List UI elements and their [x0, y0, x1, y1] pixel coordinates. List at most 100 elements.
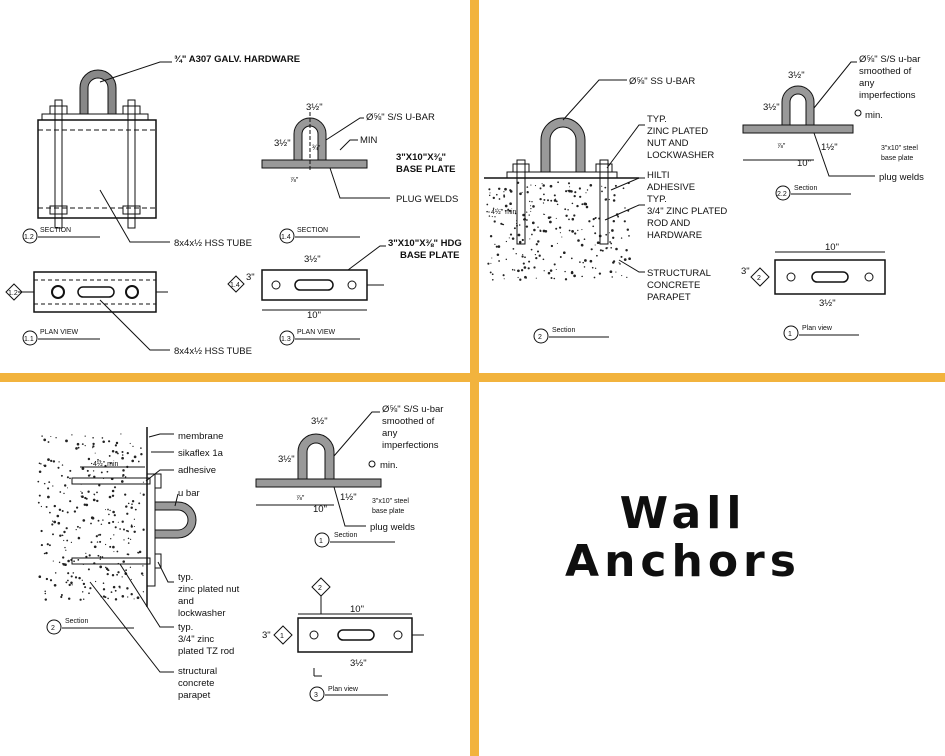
concrete-speck	[110, 591, 113, 593]
concrete-speck	[571, 202, 574, 205]
concrete-speck	[588, 220, 591, 223]
concrete-speck	[565, 190, 568, 193]
concrete-speck	[80, 495, 82, 497]
horizontal-divider	[0, 373, 945, 382]
concrete-speck	[92, 498, 96, 502]
tag-label: 2	[318, 585, 322, 592]
plan-view-label: PLAN VIEW	[40, 329, 79, 336]
concrete-speck	[522, 213, 525, 217]
concrete-speck	[628, 257, 631, 261]
concrete-speck	[126, 451, 129, 455]
concrete-speck	[40, 463, 42, 465]
concrete-speck	[590, 248, 593, 251]
concrete-speck	[78, 536, 80, 539]
concrete-speck	[495, 245, 498, 248]
concrete-speck	[81, 495, 84, 499]
dim-label: 10"	[825, 242, 839, 253]
concrete-speck	[517, 269, 520, 273]
u-bar-shape	[540, 117, 586, 173]
concrete-speck	[585, 205, 589, 209]
concrete-speck	[521, 238, 524, 242]
concrete-speck	[589, 183, 593, 187]
concrete-speck	[76, 506, 79, 509]
rod-lower	[71, 557, 151, 565]
plan-tag-icon	[309, 686, 325, 702]
concrete-speck	[568, 229, 571, 232]
concrete-speck	[131, 503, 133, 505]
tag-label: 1.3	[281, 336, 291, 343]
concrete-speck	[574, 232, 577, 235]
hss-tube-anchor-drawing: ¾" A307 GALV. HARDWARE 1.2 SECTION 8x4x½…	[5, 54, 462, 357]
concrete-speck	[559, 256, 562, 258]
plate-label-1: 3"x10" steel	[881, 145, 918, 152]
concrete-speck	[537, 226, 539, 228]
concrete-speck	[526, 191, 529, 194]
concrete-speck	[76, 442, 80, 446]
concrete-speck	[594, 232, 597, 235]
concrete-speck	[536, 250, 540, 253]
concrete-speck	[81, 492, 84, 494]
concrete-speck	[124, 493, 127, 496]
concrete-speck	[86, 469, 89, 472]
concrete-speck	[101, 437, 104, 439]
hss-tube-section	[37, 119, 157, 219]
concrete-speck	[47, 495, 50, 499]
concrete-speck	[62, 556, 65, 559]
ubar-r-label-1: Ø⅝" S/S u-bar	[382, 404, 443, 415]
concrete-speck	[117, 452, 119, 455]
concrete-speck	[612, 219, 616, 223]
concrete-speck	[523, 266, 527, 269]
concrete-speck	[114, 589, 117, 592]
concrete-speck	[612, 261, 615, 264]
concrete-speck	[516, 181, 520, 184]
concrete-speck	[102, 595, 106, 598]
concrete-speck	[535, 277, 537, 279]
concrete-speck	[106, 572, 109, 576]
concrete-speck	[106, 470, 109, 473]
concrete-speck	[490, 262, 492, 264]
concrete-speck	[49, 579, 53, 582]
section-cut-marker-icon	[273, 625, 293, 645]
concrete-label-1: structural	[178, 666, 217, 677]
base-plate-label-2: BASE PLATE	[396, 164, 455, 175]
concrete-speck	[66, 511, 69, 514]
concrete-speck	[620, 237, 623, 239]
concrete-speck	[519, 278, 522, 281]
concrete-speck	[130, 593, 133, 596]
concrete-speck	[96, 541, 99, 543]
concrete-speck	[555, 200, 558, 203]
concrete-speck	[59, 534, 62, 537]
ubar-r-label-4: imperfections	[382, 440, 439, 451]
dim-label: 3"	[741, 266, 750, 277]
concrete-label-3: parapet	[178, 690, 211, 701]
concrete-speck	[85, 552, 87, 554]
concrete-speck	[550, 199, 553, 202]
concrete-speck	[491, 216, 493, 218]
nut-label-3: and	[178, 596, 194, 607]
concrete-speck	[142, 574, 144, 577]
concrete-speck	[117, 571, 120, 574]
concrete-speck	[57, 521, 61, 525]
concrete-speck	[126, 512, 129, 515]
concrete-speck	[615, 247, 618, 251]
concrete-speck	[100, 471, 103, 474]
ubar-r-label-1: Ø⅝" S/S u-bar	[859, 54, 920, 65]
nut-label-1: typ.	[178, 572, 193, 583]
concrete-speck	[118, 585, 121, 588]
concrete-speck	[528, 214, 530, 216]
concrete-speck	[139, 492, 141, 494]
concrete-speck	[52, 533, 54, 536]
concrete-speck	[127, 596, 129, 598]
concrete-speck	[54, 572, 57, 574]
concrete-speck	[43, 464, 45, 466]
concrete-speck	[596, 254, 598, 257]
concrete-speck	[511, 268, 514, 271]
section-label: SECTION	[297, 227, 328, 234]
concrete-speck	[556, 203, 559, 206]
concrete-texture	[35, 432, 147, 602]
concrete-speck	[45, 577, 49, 581]
section-tag-icon	[279, 228, 295, 244]
concrete-speck	[605, 198, 608, 200]
concrete-speck	[130, 525, 133, 528]
concrete-speck	[108, 454, 111, 457]
